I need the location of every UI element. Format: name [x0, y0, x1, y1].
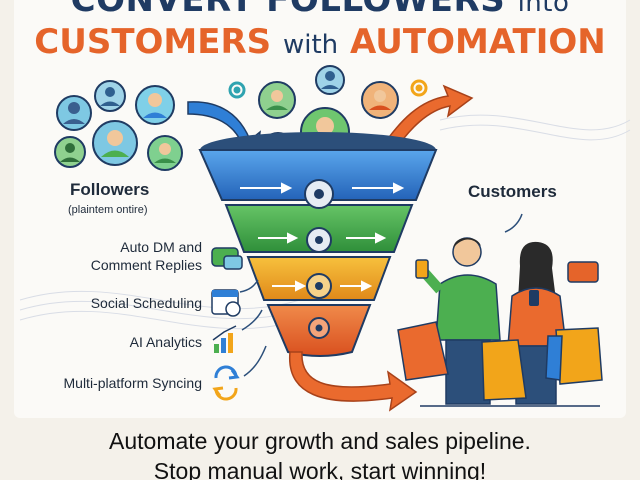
headline-line-1: CONVERT FOLLOWERS into [0, 0, 640, 20]
calendar-icon [211, 289, 241, 317]
sync-icon [212, 365, 240, 401]
gear-icon [304, 179, 334, 209]
avatar [258, 81, 296, 119]
headline-automation: AUTOMATION [350, 22, 606, 62]
follower-avatars [54, 65, 399, 171]
headline-into: into [517, 0, 570, 18]
avatar [56, 95, 92, 131]
avatar [54, 136, 86, 168]
arrow-out-bottom-icon [289, 351, 418, 412]
gear-icon [228, 81, 246, 99]
gear-icon [306, 273, 332, 299]
avatar [147, 135, 183, 171]
avatar [361, 81, 399, 119]
funnel [198, 132, 438, 357]
feature-auto-dm: Auto DM and Comment Replies [91, 238, 202, 274]
footer-line-2: Stop manual work, start winning! [153, 458, 487, 480]
shopping-bag-icon [397, 321, 449, 381]
gear-icon [410, 79, 428, 97]
gear-icon [308, 317, 330, 339]
avatar [92, 120, 138, 166]
shopping-bag-icon [481, 327, 603, 401]
feature-social-scheduling: Social Scheduling [91, 294, 202, 312]
feature-label: Multi-platform Syncing [63, 375, 203, 391]
customer-woman [507, 241, 599, 405]
headline-followers: CONVERT FOLLOWERS [70, 0, 506, 20]
footer-tagline: Automate your growth and sales pipeline.… [0, 426, 640, 480]
avatar [315, 65, 345, 95]
feature-label: Auto DM and [120, 239, 202, 255]
feature-multiplatform-sync: Multi-platform Syncing [64, 374, 203, 392]
followers-subtitle: (plaintem ontire) [68, 204, 148, 216]
feature-label: Comment Replies [90, 257, 202, 273]
footer-line-1: Automate your growth and sales pipeline. [109, 428, 531, 454]
headline-with: with [283, 30, 339, 60]
headline-line-2: CUSTOMERS with AUTOMATION [0, 22, 640, 62]
avatar [94, 80, 126, 112]
headline-customers: CUSTOMERS [34, 22, 272, 62]
gear-icon [306, 227, 332, 253]
feature-label: Social Scheduling [90, 295, 202, 311]
feature-label: AI Analytics [129, 334, 202, 350]
customers-title: Customers [468, 182, 557, 201]
background-waves [19, 114, 631, 330]
avatar [135, 85, 175, 125]
feature-ai-analytics: AI Analytics [130, 333, 202, 351]
chat-bubbles-icon [211, 247, 243, 270]
followers-title: Followers [70, 180, 150, 199]
arrow-out-top-icon [378, 84, 474, 155]
bar-chart-icon [212, 325, 237, 353]
